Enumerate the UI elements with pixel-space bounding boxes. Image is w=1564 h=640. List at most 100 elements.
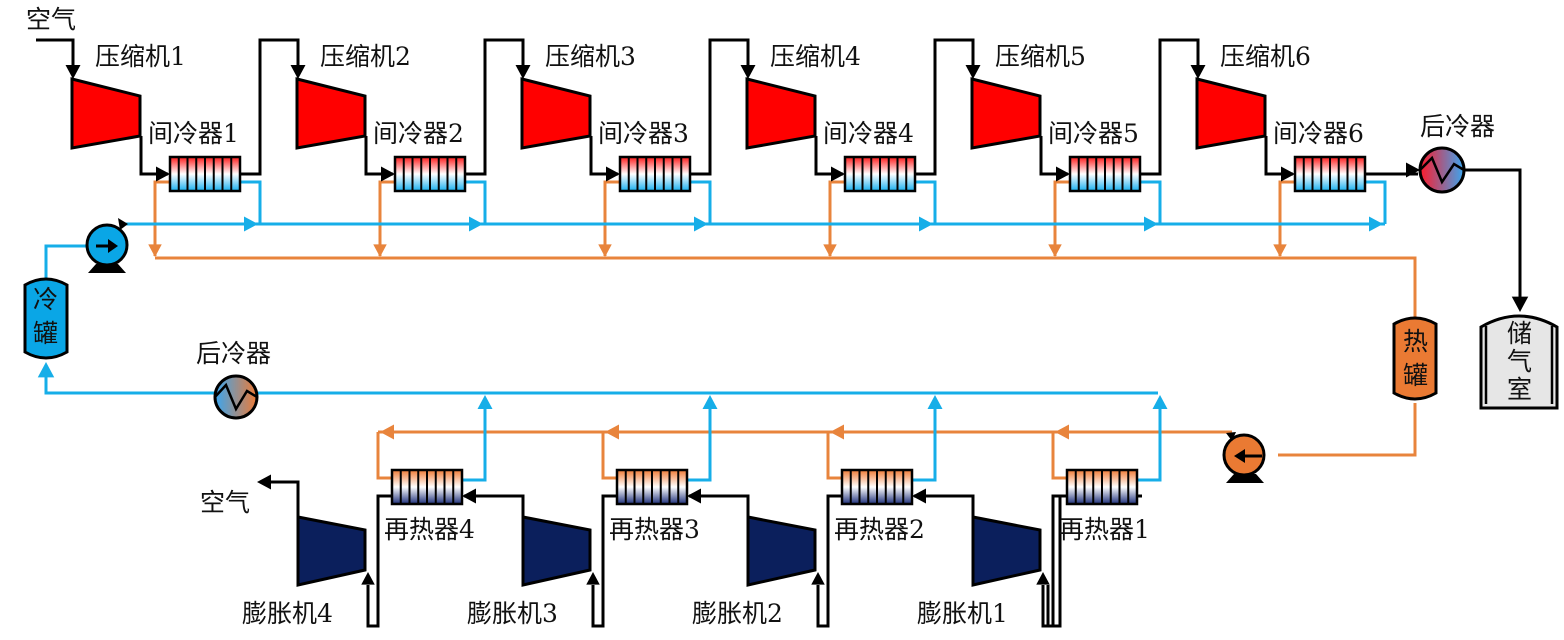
- air-pipe: [1140, 38, 1200, 176]
- intercooler-2: [393, 155, 467, 193]
- hot-tank-label-1: 热: [1403, 327, 1428, 356]
- arrow-head-icon: [823, 244, 837, 257]
- hot-oil-branch: [828, 180, 845, 256]
- arrow-head-icon: [605, 424, 619, 440]
- compressor-4: [745, 77, 817, 150]
- cold-tank: [23, 277, 69, 360]
- arrow-head-icon: [1190, 65, 1206, 79]
- air-pipe: [36, 38, 75, 76]
- reheater-label-4: 再热器4: [384, 515, 475, 544]
- arrow-head-icon: [1056, 166, 1070, 182]
- arrow-head-icon: [965, 65, 981, 79]
- cold-water-branch: [690, 180, 712, 224]
- hot-tank: [1392, 316, 1438, 401]
- cold-water-pump: [85, 218, 129, 273]
- compressor-2: [295, 77, 367, 150]
- arrow-head-icon: [831, 166, 845, 182]
- reheater-2: [840, 468, 914, 506]
- arrow-head-icon: [1152, 395, 1168, 409]
- hot-oil-branch: [826, 432, 842, 480]
- intercooler-4: [843, 155, 917, 193]
- hot-oil-branch: [153, 180, 170, 256]
- cold-water-branch: [465, 180, 487, 224]
- arrow-head-icon: [702, 395, 718, 409]
- hot-oil-branch: [1278, 180, 1295, 256]
- aftercooler-discharge: [213, 374, 259, 420]
- reheater-3: [615, 468, 689, 506]
- arrow-head-icon: [1281, 166, 1295, 182]
- equipment-units: [70, 77, 1367, 587]
- arrow-head-icon: [148, 244, 162, 257]
- arrow-head-icon: [586, 572, 600, 585]
- arrow-head-icon: [740, 65, 756, 79]
- arrow-head-icon: [1055, 424, 1069, 440]
- hot-oil-branch: [1051, 432, 1067, 480]
- hot-oil-header: [155, 256, 1417, 318]
- hot-oil-branch: [376, 432, 392, 480]
- hot-oil-branch: [601, 432, 617, 480]
- arrow-head-icon: [1048, 244, 1062, 257]
- arrow-head-icon: [927, 395, 943, 409]
- air-pipe: [270, 480, 300, 517]
- storage-label-2: 气: [1507, 347, 1532, 376]
- cold-tank-label-1: 冷: [33, 285, 58, 314]
- compressor-label-5: 压缩机5: [995, 42, 1086, 71]
- cold-water-branch: [687, 400, 712, 482]
- cold-water-branch: [912, 400, 937, 482]
- intercooler-5: [1068, 155, 1142, 193]
- storage-label-3: 室: [1507, 375, 1532, 404]
- cold-water-pipe: [44, 244, 86, 282]
- cold-water-branch: [240, 180, 262, 224]
- cold-water-branch: [1137, 400, 1162, 482]
- cold-tank-label-2: 罐: [33, 319, 58, 348]
- cold-water-return-header: [44, 372, 1158, 395]
- air-pipe: [1464, 168, 1522, 300]
- arrow-head-icon: [257, 474, 271, 490]
- compressor-6: [1195, 77, 1267, 150]
- intercooler-3: [618, 155, 692, 193]
- compressor-label-1: 压缩机1: [95, 42, 186, 71]
- arrow-head-icon: [37, 362, 55, 378]
- arrow-head-icon: [373, 244, 387, 257]
- expander-3: [521, 515, 592, 587]
- arrow-head-icon: [606, 166, 620, 182]
- reheater-4: [390, 468, 464, 506]
- hot-oil-pump: [1222, 432, 1266, 483]
- air-inlet-label: 空气: [26, 5, 76, 34]
- compressor-label-3: 压缩机3: [545, 42, 636, 71]
- expander-label-1: 膨胀机1: [917, 599, 1008, 628]
- expander-2: [746, 515, 817, 587]
- arrow-head-icon: [687, 488, 701, 504]
- arrow-head-icon: [1369, 216, 1383, 232]
- intercooler-1: [168, 155, 242, 193]
- intercooler-label-4: 间冷器4: [823, 119, 914, 148]
- hot-oil-branch: [1053, 180, 1070, 256]
- arrow-head-icon: [811, 572, 825, 585]
- intercooler-6: [1293, 155, 1367, 193]
- intercooler-label-5: 间冷器5: [1048, 119, 1139, 148]
- hot-oil-pipes: [148, 180, 1417, 480]
- air-pipe: [690, 38, 750, 176]
- cold-water-branch: [1365, 180, 1387, 224]
- arrow-head-icon: [290, 65, 306, 79]
- reheater-label-2: 再热器2: [834, 515, 925, 544]
- hot-tank-label-2: 罐: [1403, 361, 1428, 390]
- air-pipe: [915, 38, 975, 176]
- air-pipe: [689, 494, 750, 517]
- arrow-head-icon: [462, 488, 476, 504]
- aftercooler-charge: [1418, 146, 1466, 194]
- compressor-3: [520, 77, 592, 150]
- expander-label-3: 膨胀机3: [467, 599, 558, 628]
- arrow-head-icon: [361, 572, 375, 585]
- hot-oil-branch: [378, 180, 395, 256]
- air-pipe: [464, 494, 525, 517]
- arrow-head-icon: [515, 65, 531, 79]
- air-pipe: [914, 494, 975, 517]
- arrow-head-icon: [1036, 572, 1050, 585]
- expander-1: [971, 515, 1042, 587]
- intercooler-label-1: 间冷器1: [148, 119, 239, 148]
- compressor-label-6: 压缩机6: [1220, 42, 1311, 71]
- air-storage-chamber: [1479, 314, 1559, 410]
- arrow-head-icon: [244, 216, 258, 232]
- arrow-head-icon: [1144, 216, 1158, 232]
